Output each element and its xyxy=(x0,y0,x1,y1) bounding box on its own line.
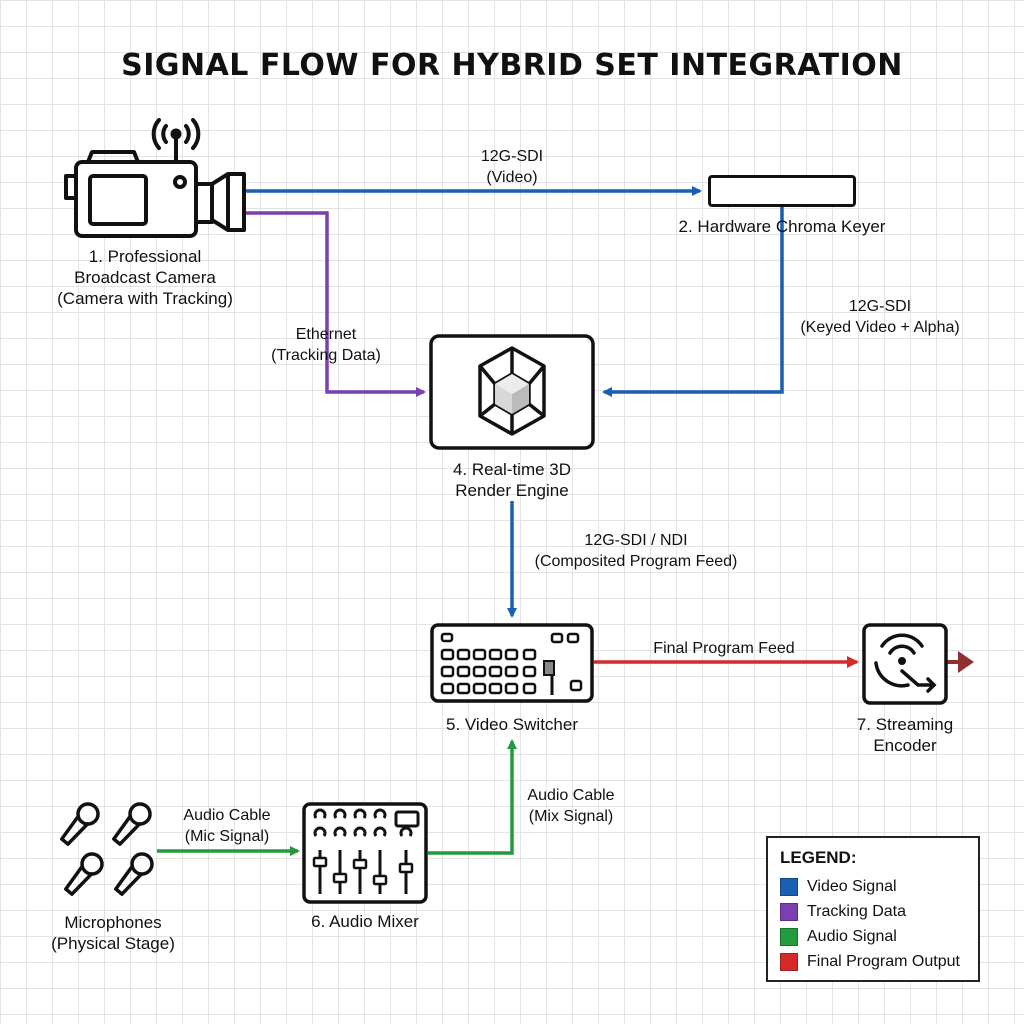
edge-label-camera-keyer-line1: 12G-SDI xyxy=(480,148,544,165)
edge-label-mixer-switcher: Audio Cable (Mix Signal) xyxy=(506,785,636,827)
cube-icon xyxy=(429,334,595,450)
encoder-label-line2: Encoder xyxy=(873,736,937,755)
edge-label-camera-render: Ethernet (Tracking Data) xyxy=(246,324,406,366)
keyer-label-line1: 2. Hardware Chroma Keyer xyxy=(678,217,886,236)
edge-label-render-switcher: 12G-SDI / NDI (Composited Program Feed) xyxy=(516,530,756,572)
camera-label-line1: 1. Professional xyxy=(88,247,202,266)
edge-label-camera-render-line1: Ethernet xyxy=(295,326,357,343)
edge-label-mixer-switcher-line1: Audio Cable xyxy=(527,787,615,804)
encoder-label: 7. Streaming Encoder xyxy=(820,714,990,756)
edge-label-mics-mixer: Audio Cable (Mic Signal) xyxy=(160,805,294,847)
wire-keyer-render xyxy=(602,206,784,397)
switcher-label-line1: 5. Video Switcher xyxy=(446,715,578,734)
edge-label-keyer-render-line2: (Keyed Video + Alpha) xyxy=(800,319,960,336)
legend-swatch-tracking xyxy=(780,902,798,921)
streaming-icon xyxy=(862,623,948,705)
legend-item-video: Video Signal xyxy=(780,874,966,899)
mics-label: Microphones (Physical Stage) xyxy=(18,912,208,954)
wire-camera-render xyxy=(244,211,426,397)
legend-item-audio: Audio Signal xyxy=(780,924,966,949)
mixer-label-line1: 6. Audio Mixer xyxy=(311,912,419,931)
edge-label-mics-mixer-line1: Audio Cable xyxy=(183,807,271,824)
mics-label-line2: (Physical Stage) xyxy=(51,934,175,953)
render-label-line2: Render Engine xyxy=(455,481,569,500)
legend: LEGEND: Video Signal Tracking Data Audio… xyxy=(766,836,980,982)
keyer-label: 2. Hardware Chroma Keyer xyxy=(642,216,922,237)
arrowhead-encoder-out xyxy=(958,651,974,673)
legend-item-tracking: Tracking Data xyxy=(780,899,966,924)
legend-item-final: Final Program Output xyxy=(780,949,966,974)
legend-swatch-final xyxy=(780,952,798,971)
legend-label-tracking: Tracking Data xyxy=(807,902,906,920)
edge-label-camera-keyer: 12G-SDI (Video) xyxy=(432,146,592,188)
camera-label-line2: Broadcast Camera xyxy=(74,268,216,287)
render-label: 4. Real-time 3D Render Engine xyxy=(412,459,612,501)
switcher-label: 5. Video Switcher xyxy=(412,714,612,735)
encoder-label-line1: 7. Streaming xyxy=(856,715,954,734)
wire-mixer-switcher xyxy=(428,739,517,855)
edge-label-camera-keyer-line2: (Video) xyxy=(486,169,538,186)
legend-swatch-video xyxy=(780,877,798,896)
edge-label-render-switcher-line1: 12G-SDI / NDI xyxy=(584,532,688,549)
diagram-title: SIGNAL FLOW FOR HYBRID SET INTEGRATION xyxy=(121,48,903,83)
microphone-icon xyxy=(60,802,154,896)
legend-title: LEGEND: xyxy=(780,848,857,867)
edge-label-switcher-encoder-line1: Final Program Feed xyxy=(653,640,795,657)
edge-label-mics-mixer-line2: (Mic Signal) xyxy=(184,828,270,845)
camera-icon xyxy=(64,118,246,238)
camera-label-line3: (Camera with Tracking) xyxy=(57,289,233,308)
mixer-icon xyxy=(302,802,428,904)
edge-label-keyer-render: 12G-SDI (Keyed Video + Alpha) xyxy=(770,296,990,338)
mixer-label: 6. Audio Mixer xyxy=(265,911,465,932)
camera-label: 1. Professional Broadcast Camera (Camera… xyxy=(20,246,270,309)
edge-label-mixer-switcher-line2: (Mix Signal) xyxy=(528,808,614,825)
edge-label-keyer-render-line1: 12G-SDI xyxy=(848,298,912,315)
legend-label-video: Video Signal xyxy=(807,877,897,895)
edge-label-camera-render-line2: (Tracking Data) xyxy=(271,347,381,364)
legend-label-final: Final Program Output xyxy=(807,952,960,970)
mics-label-line1: Microphones xyxy=(64,913,162,932)
legend-label-audio: Audio Signal xyxy=(807,927,897,945)
render-label-line1: 4. Real-time 3D xyxy=(452,460,572,479)
edge-label-render-switcher-line2: (Composited Program Feed) xyxy=(534,553,738,570)
switcher-icon xyxy=(430,623,594,703)
edge-label-switcher-encoder: Final Program Feed xyxy=(624,638,824,659)
keyer-box xyxy=(708,175,856,207)
legend-swatch-audio xyxy=(780,927,798,946)
